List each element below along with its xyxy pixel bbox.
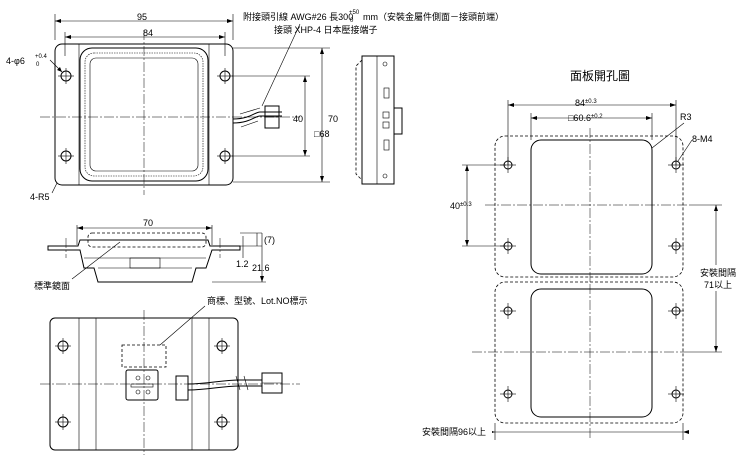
cutout-upper-outline [494, 135, 684, 278]
cutout-hole-5 [500, 303, 516, 319]
cutout-dim-40: 40±0.3 [450, 201, 472, 211]
bracket-profile [47, 239, 241, 283]
right-side-view [355, 55, 403, 185]
side-connector [393, 107, 403, 135]
spacing-vertical-line2: 71以上 [704, 280, 732, 290]
cutout-hole-6 [668, 303, 684, 319]
bottom-hole-tr [214, 338, 230, 354]
lead-wire [232, 111, 282, 120]
cutout-upper-window [530, 139, 653, 275]
bottom-connector [125, 369, 159, 401]
top-hole-bl [58, 148, 74, 164]
dim-21-6: 21.6 [252, 263, 270, 273]
dim-pitch-40: 40 [293, 114, 303, 124]
hole-tol-upper: +0.4 [35, 54, 48, 60]
lead-spec-line1: 附接頭引線 AWG#26 長300 [243, 11, 353, 22]
cutout-hole-7 [500, 386, 516, 402]
label-area [121, 344, 167, 368]
cutout-hole-2 [668, 157, 684, 173]
label-marking-note: 商標、型號、Lot.NO標示 [207, 295, 308, 306]
cutout-dim-holes: 8-M4 [692, 134, 713, 144]
front-side-view: 70 (7) 1.2 21.6 標準鏡面 [34, 218, 275, 291]
cutout-dim-84: 84±0.3 [575, 98, 597, 108]
cutout-lower-outline [494, 281, 684, 424]
cutout-lower-window [530, 288, 653, 418]
bottom-hole-tl [55, 338, 71, 354]
dim-inner-84: 84 [143, 28, 153, 38]
reference-surface-label: 標準鏡面 [34, 280, 70, 291]
dim-side-width-70: 70 [143, 218, 153, 228]
dim-width-95: 95 [137, 12, 147, 22]
lead-spec-line2: 接頭 XHP-4 日本壓接端子 [274, 24, 378, 35]
top-view: 95 84 4-φ6 +0.4 0 4-R5 [6, 10, 504, 202]
cutout-hole-8 [668, 386, 684, 402]
lead-tol-upper: +50 [349, 10, 360, 16]
top-hole-tl [58, 68, 74, 84]
lead-spec-line1-b: mm（安裝金屬件側面－接頭前端） [363, 11, 504, 22]
spacing-vertical-line1: 安裝間隔 [700, 267, 736, 278]
dim-square-68: □68 [314, 129, 329, 139]
top-hole-tr [217, 68, 233, 84]
bottom-view: 商標、型號、Lot.NO標示 [40, 295, 308, 455]
spacing-horizontal: 安裝間隔96以上 [422, 426, 486, 437]
panel-cutout-view: 面板開孔圖 84±0.3 □60.6±0.2 R3 8-M4 [420, 69, 741, 440]
bottom-hole-bl [55, 414, 71, 430]
hole-spec: 4-φ6 [6, 56, 25, 66]
cable-exit [175, 375, 189, 401]
top-hole-br [217, 148, 233, 164]
cutout-hole-4 [668, 238, 684, 254]
cutout-dim-60-6: □60.6±0.2 [568, 113, 603, 123]
dim-7: (7) [264, 235, 275, 245]
dim-1-2: 1.2 [236, 259, 249, 269]
cutout-dim-r3: R3 [680, 112, 692, 122]
hole-tol-lower: 0 [36, 62, 40, 68]
bottom-hole-br [214, 414, 230, 430]
side-body [361, 55, 395, 185]
radius-label: 4-R5 [30, 192, 50, 202]
lead-tol-lower: 0 [350, 18, 354, 24]
panel-cutout-title: 面板開孔圖 [570, 69, 630, 83]
dim-height-70: 70 [328, 114, 338, 124]
